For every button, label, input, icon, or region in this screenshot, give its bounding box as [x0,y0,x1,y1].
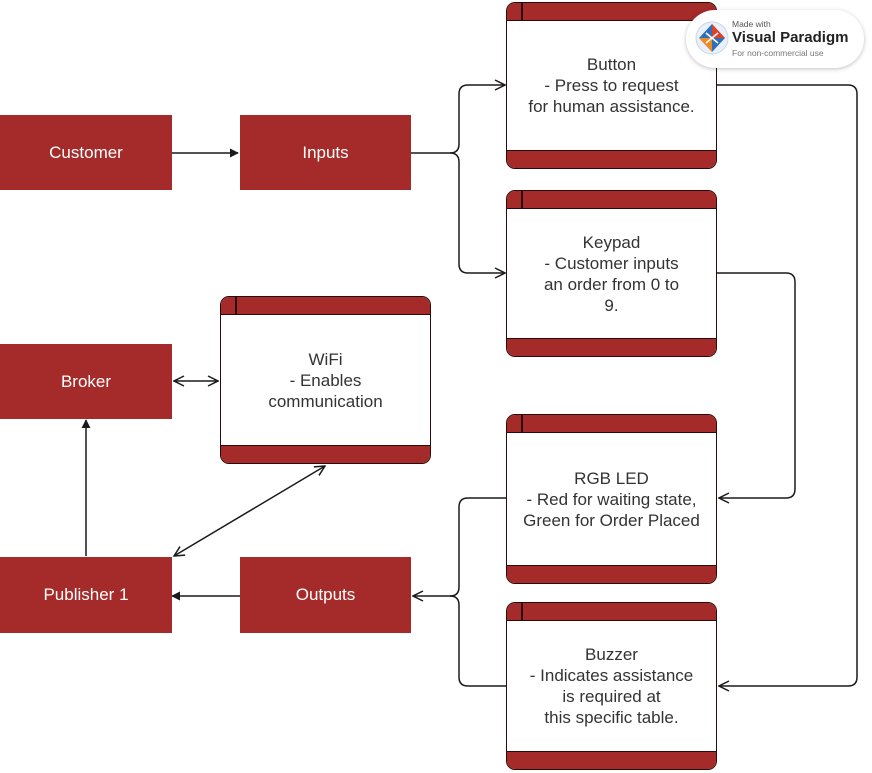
visual-paradigm-logo-icon [695,21,729,55]
card-keypad-line: - Customer inputs [544,253,679,273]
card-button-title: Button [586,55,637,74]
watermark-brand: Visual Paradigm [732,29,849,46]
card-wifi-title: WiFi [308,349,343,369]
node-outputs-label: Outputs [295,585,356,604]
edge-wifi-publisher [174,466,325,556]
node-customer-label: Customer [49,142,123,162]
card-footer-bar [507,150,716,168]
card-keypad-title: Keypad [582,232,641,252]
edge-button-buzzer [717,84,858,686]
card-buzzer-line: this specific table. [544,708,679,727]
watermark-badge: Made with Visual Paradigm For non-commer… [686,10,864,68]
card-buzzer-title: Buzzer [585,645,638,664]
edge-inputs-button [411,85,505,154]
card-footer-bar [507,565,716,583]
watermark-made-with: Made with [732,19,771,29]
node-publisher: Publisher 1 [0,557,172,633]
card-footer-bar [507,751,716,769]
watermark-note: For non-commercial use [732,48,824,58]
card-button-line: - Press to request [544,76,679,95]
card-buzzer: Buzzer - Indicates assistance is require… [506,602,717,770]
node-outputs: Outputs [240,557,411,633]
card-header-bar [507,191,716,209]
card-rgb-led-line: Green for Order Placed [523,510,700,530]
card-header-bar [507,415,716,433]
edge-rgbled-outputs [413,497,506,596]
card-button-line: for human assistance. [528,97,695,116]
card-wifi-line: communication [268,391,383,411]
card-button: Button - Press to request for human assi… [506,2,717,169]
edge-keypad-rgbled [717,272,796,498]
node-broker-label: Broker [60,371,112,391]
edge-buzzer-outputs [449,595,506,687]
card-footer-bar [507,338,716,356]
node-publisher-label: Publisher 1 [43,585,129,604]
node-customer: Customer [0,115,172,190]
card-keypad: Keypad - Customer inputs an order from 0… [506,190,717,357]
card-buzzer-line: - Indicates assistance [529,666,694,685]
card-rgb-led: RGB LED - Red for waiting state, Green f… [506,414,717,584]
card-keypad-line: 9. [604,295,619,315]
card-rgb-led-title: RGB LED [574,468,649,488]
card-wifi-line: - Enables [289,370,362,390]
card-rgb-led-line: - Red for waiting state, [526,489,697,509]
card-wifi: WiFi - Enables communication [220,296,431,464]
node-inputs-label: Inputs [302,142,349,162]
edge-inputs-keypad [449,152,505,273]
card-buzzer-line: is required at [562,687,661,706]
card-keypad-line: an order from 0 to [543,274,680,294]
card-header-bar [507,603,716,621]
card-footer-bar [221,445,430,463]
node-inputs: Inputs [240,115,411,190]
node-broker: Broker [0,344,172,419]
card-header-bar [221,297,430,315]
card-header-bar [507,3,716,21]
